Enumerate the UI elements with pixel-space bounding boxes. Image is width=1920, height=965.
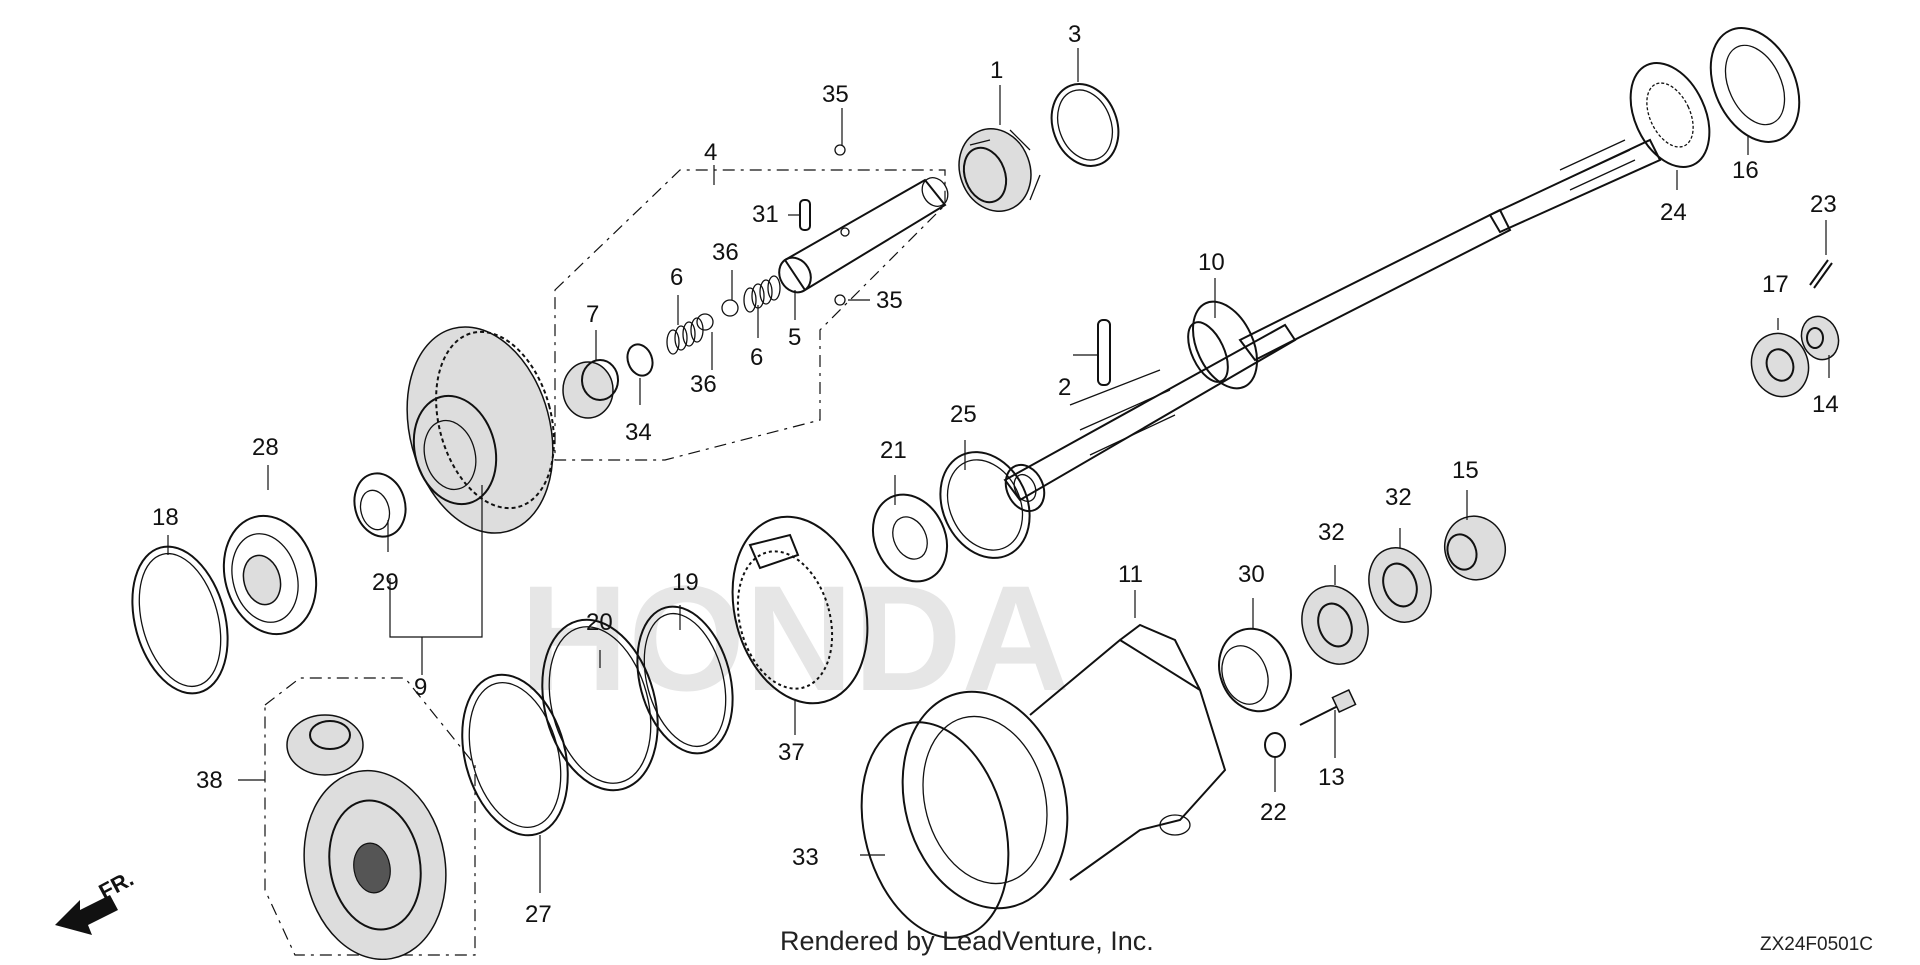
- callout-22: 22: [1260, 799, 1287, 826]
- callout-33: 33: [792, 844, 819, 871]
- watermark-text: HONDA: [520, 554, 1070, 722]
- callout-36b: 36: [690, 371, 717, 398]
- bearing-holder-part-11: [901, 623, 1227, 910]
- callout-4: 4: [704, 139, 717, 166]
- callout-28: 28: [252, 434, 279, 461]
- pin-part-2: [1097, 319, 1111, 386]
- callout-27: 27: [525, 901, 552, 928]
- callout-14: 14: [1812, 391, 1839, 418]
- group-outline-38: [264, 677, 476, 956]
- needle-bearing-part-30: [1218, 627, 1292, 713]
- thrust-washer-part-24: [1629, 62, 1711, 168]
- callout-2: 2: [1058, 374, 1071, 401]
- ring-part-18: [131, 545, 229, 695]
- callout-23: 23: [1810, 191, 1837, 218]
- ball-part-36b: [721, 299, 739, 317]
- forward-gear-part-9: [406, 326, 555, 534]
- footer-credit: Rendered by LeadVenture, Inc.: [780, 926, 1154, 956]
- ball-part-36a: [696, 313, 714, 331]
- leader-lines: [167, 48, 1830, 893]
- washer-part-17: [1750, 332, 1810, 398]
- callout-9: 9: [414, 674, 427, 701]
- ring-part-3: [1050, 83, 1120, 167]
- callout-16: 16: [1732, 157, 1759, 184]
- washer-part-22: [1264, 732, 1286, 758]
- ball-bearing-part-28: [222, 514, 318, 636]
- callout-labels: 1 2 3 4 5 6 6 7 9 10 11 13 14 15 16 17 1…: [152, 21, 1839, 928]
- ring-part-20: [541, 618, 659, 792]
- callout-24: 24: [1660, 199, 1687, 226]
- cap-part-7: [562, 359, 619, 419]
- spring-part-6b: [743, 275, 781, 313]
- callout-32b: 32: [1385, 484, 1412, 511]
- propeller-shaft: [1003, 138, 1662, 513]
- callout-17: 17: [1762, 271, 1789, 298]
- callout-32a: 32: [1318, 519, 1345, 546]
- callout-11: 11: [1118, 561, 1143, 588]
- washer-part-21: [872, 493, 948, 583]
- nut-part-14: [1800, 315, 1840, 361]
- direction-label: FR.: [95, 866, 138, 905]
- watermark: HONDA: [520, 554, 1070, 722]
- callout-25: 25: [950, 401, 977, 428]
- thrust-washer-part-25: [939, 451, 1031, 559]
- callout-3: 3: [1068, 21, 1081, 48]
- clutch-part-1: [958, 128, 1041, 212]
- callout-37: 37: [778, 739, 805, 766]
- callout-19: 19: [672, 569, 699, 596]
- callout-21: 21: [880, 437, 907, 464]
- clip-part-34: [626, 343, 654, 377]
- callout-6a: 6: [670, 264, 683, 291]
- bevel-gear-set-part-38: [286, 714, 447, 961]
- callout-35a: 35: [822, 81, 849, 108]
- ball-part-35b: [834, 294, 846, 306]
- callout-5: 5: [788, 324, 801, 351]
- callout-35b: 35: [876, 287, 903, 314]
- callout-36a: 36: [712, 239, 739, 266]
- callout-6b: 6: [750, 344, 763, 371]
- diagram-code: ZX24F0501C: [1760, 934, 1873, 955]
- pin-part-31: [799, 199, 811, 231]
- callout-1: 1: [990, 57, 1003, 84]
- oil-seal-part-32a: [1301, 585, 1369, 665]
- needle-bearing-part-29: [353, 472, 407, 538]
- oil-seal-part-32b: [1368, 547, 1432, 623]
- callout-18: 18: [152, 504, 179, 531]
- washer-part-16: [1709, 27, 1801, 143]
- callout-31: 31: [752, 201, 779, 228]
- seal-part-15: [1444, 515, 1506, 581]
- callout-34: 34: [625, 419, 652, 446]
- callout-7: 7: [586, 301, 599, 328]
- plunger-part-5: [778, 177, 949, 294]
- front-direction-arrow: FR.: [55, 866, 138, 935]
- bolt-part-13: [1299, 688, 1357, 726]
- callout-20: 20: [586, 609, 613, 636]
- callout-13: 13: [1318, 764, 1345, 791]
- ball-part-35a: [834, 144, 846, 156]
- callout-15: 15: [1452, 457, 1479, 484]
- callout-30: 30: [1238, 561, 1265, 588]
- cotter-pin-part-23: [1809, 259, 1833, 289]
- arrow-icon: [55, 895, 118, 935]
- bearing-housing-part-37: [731, 515, 869, 705]
- group-outline-4: [554, 169, 946, 461]
- callout-29: 29: [372, 569, 399, 596]
- callout-10: 10: [1198, 249, 1225, 276]
- o-ring-part-33: [860, 721, 1010, 939]
- ring-part-19: [636, 605, 734, 755]
- callout-38: 38: [196, 767, 223, 794]
